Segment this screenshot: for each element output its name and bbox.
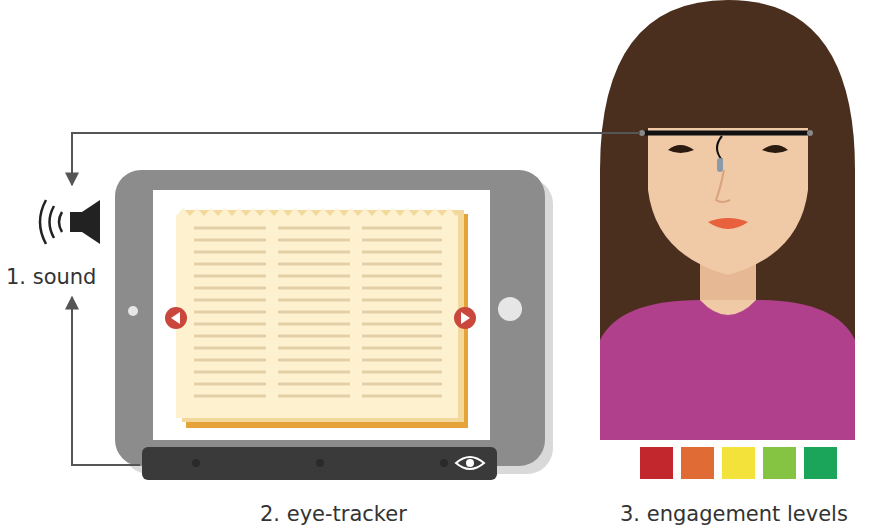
- speaker-icon: [40, 200, 100, 244]
- tablet: [115, 170, 553, 474]
- node-label: 2. eye-tracker: [260, 502, 407, 526]
- flow-arrow: [72, 133, 640, 185]
- engagement-scale: [640, 447, 837, 479]
- eye-tracker-node: 2. eye-tracker: [140, 447, 520, 528]
- book: [165, 208, 476, 428]
- eye-tracker-bar: [142, 447, 497, 480]
- flow-arrow: [72, 297, 140, 465]
- person-node: 3. engagement levels: [640, 100, 874, 528]
- node-label: 1. sound: [6, 265, 96, 289]
- speaker-node: 1. sound: [0, 185, 112, 297]
- woman-illustration: [600, 0, 855, 440]
- node-label: 3. engagement levels: [620, 502, 848, 526]
